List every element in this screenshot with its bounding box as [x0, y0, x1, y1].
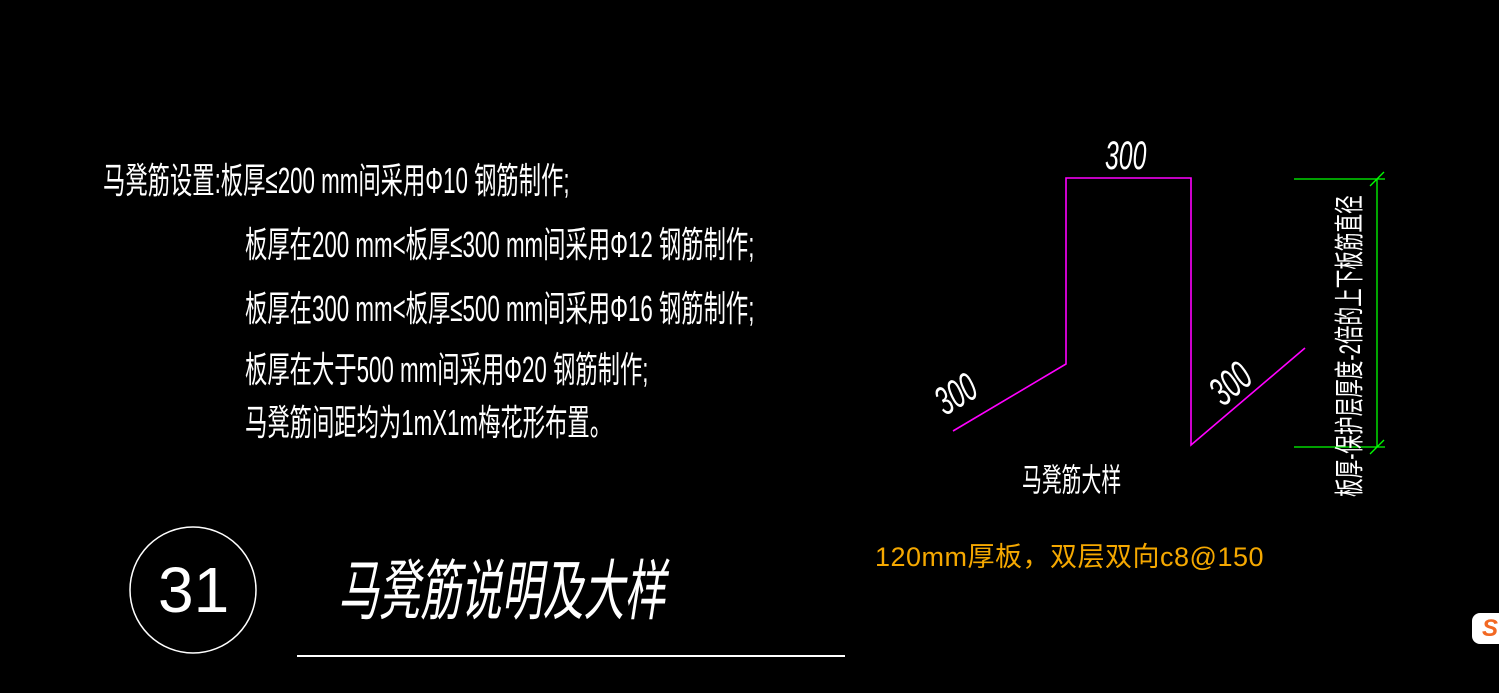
- watermark-badge: S: [1472, 613, 1499, 644]
- note-line-4: 板厚在大于500 mm间采用Φ20 钢筋制作;: [245, 349, 649, 390]
- watermark-letter: S: [1481, 614, 1498, 642]
- note-line-5: 马凳筋间距均为1mX1m梅花形布置。: [245, 402, 613, 443]
- height-dim-label: 板厚-保护层厚度-2倍的上下板筋直径: [1334, 195, 1367, 497]
- detail-number: 31: [158, 554, 230, 626]
- dim-tick-top: [1369, 171, 1385, 187]
- note-line-3: 板厚在300 mm<板厚≤500 mm间采用Φ16 钢筋制作;: [245, 288, 755, 329]
- slab-annotation: 120mm厚板，双层双向c8@150: [875, 542, 1265, 572]
- height-dimension: [1294, 171, 1385, 455]
- chair-bar-outline: [952, 177, 1306, 447]
- detail-caption: 马凳筋大样: [1022, 462, 1122, 498]
- note-line-1: 马凳筋设置:板厚≤200 mm间采用Φ10 钢筋制作;: [103, 160, 570, 201]
- detail-title: 马凳筋说明及大样: [338, 554, 666, 628]
- dim-tick-bottom: [1369, 439, 1385, 455]
- detail-number-circle: [129, 526, 257, 654]
- dim-label-top: 300: [1105, 134, 1147, 178]
- note-line-2: 板厚在200 mm<板厚≤300 mm间采用Φ12 钢筋制作;: [245, 224, 755, 265]
